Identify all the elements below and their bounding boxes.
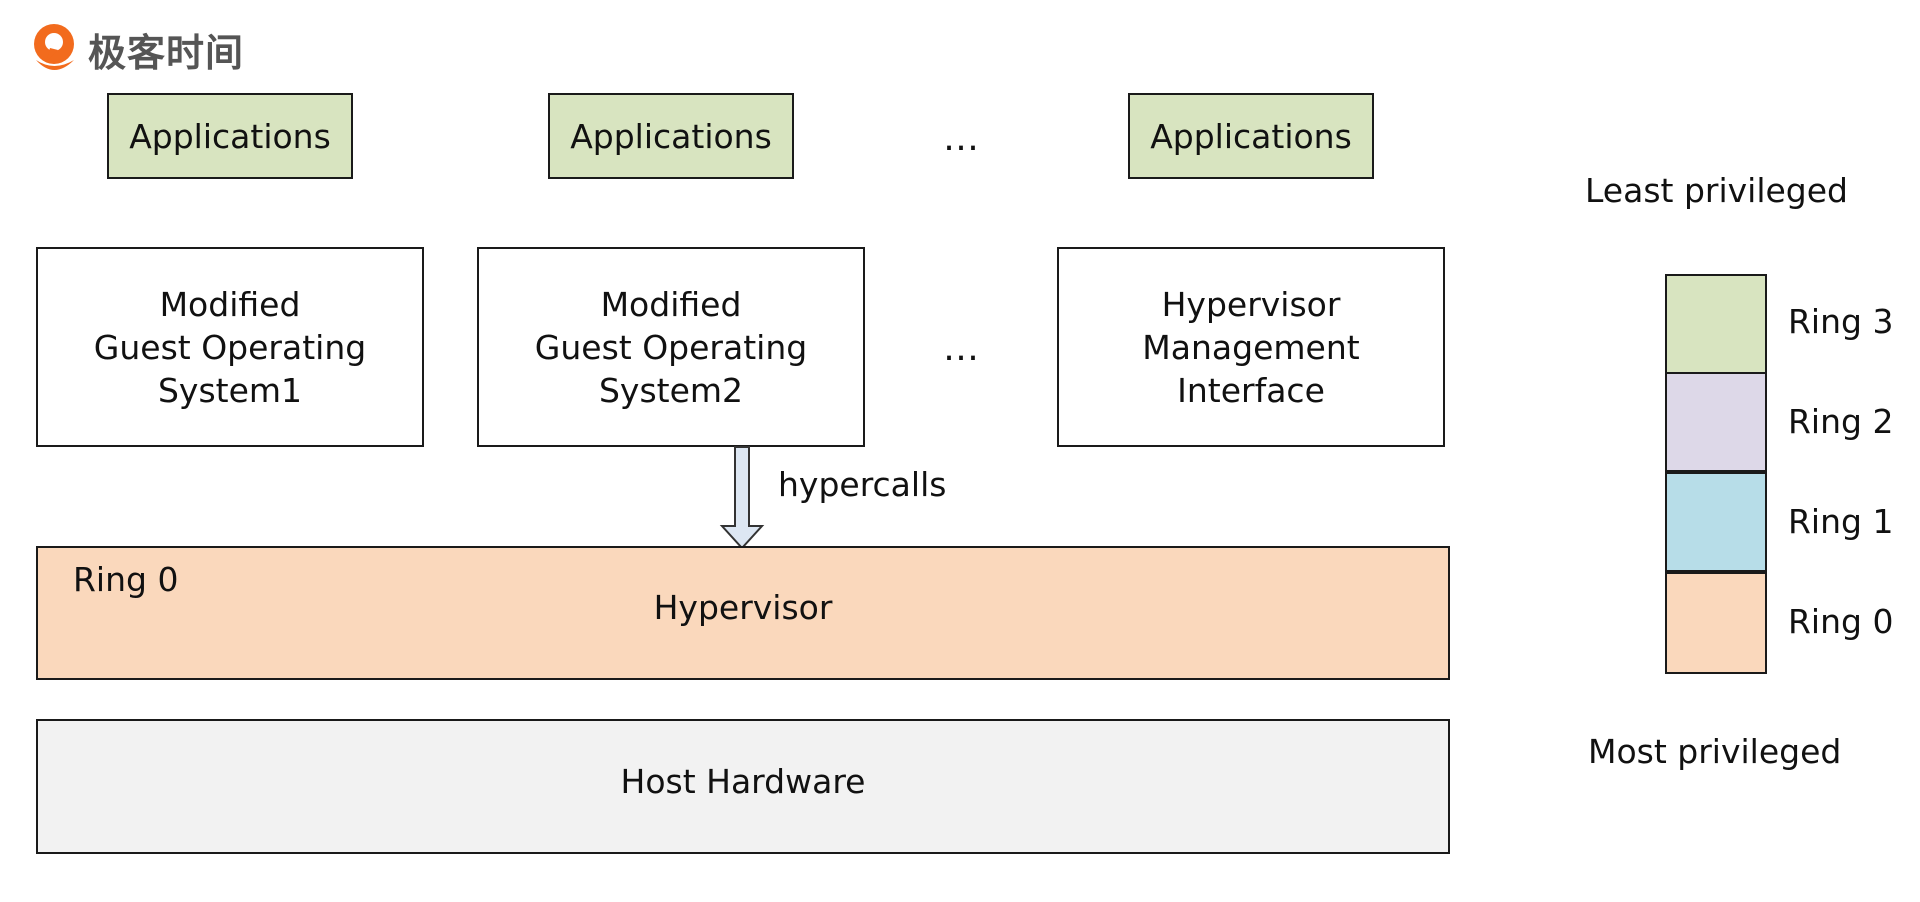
logo-icon <box>30 20 80 78</box>
management-line-3: Interface <box>1177 370 1325 410</box>
legend-swatch-ring-3 <box>1665 274 1767 374</box>
guest-os-2-line-3: System2 <box>598 370 744 410</box>
legend-label-ring-3: Ring 3 <box>1788 302 1894 341</box>
logo-text: 极客时间 <box>88 30 245 75</box>
guest-os-2-line-1: Modified <box>600 284 742 324</box>
applications-box-1: Applications <box>107 93 353 179</box>
hypervisor-management-box: Hypervisor Management Interface <box>1057 247 1445 447</box>
applications-ellipsis: … <box>943 118 981 159</box>
guest-os-1-line-3: System1 <box>157 370 303 410</box>
legend-label-ring-1: Ring 1 <box>1788 502 1894 541</box>
guest-os-1-line-1: Modified <box>159 284 301 324</box>
guest-os-ellipsis: … <box>943 328 981 369</box>
guest-os-2-line-2: Guest Operating <box>534 327 808 367</box>
hypercalls-label: hypercalls <box>778 465 947 504</box>
least-privileged-label: Least privileged <box>1585 171 1849 210</box>
guest-os-1-line-2: Guest Operating <box>93 327 367 367</box>
guest-os-box-2: Modified Guest Operating System2 <box>477 247 865 447</box>
hypervisor-label: Hypervisor <box>653 588 833 627</box>
most-privileged-label: Most privileged <box>1588 732 1842 771</box>
legend-swatch-ring-2 <box>1665 372 1767 472</box>
legend-swatch-ring-0 <box>1665 572 1767 674</box>
legend-label-ring-0: Ring 0 <box>1788 602 1894 641</box>
legend-label-ring-2: Ring 2 <box>1788 402 1894 441</box>
hypervisor-band <box>36 546 1450 680</box>
legend-swatch-ring-1 <box>1665 472 1767 572</box>
host-hardware-label: Host Hardware <box>620 762 866 801</box>
guest-os-box-1: Modified Guest Operating System1 <box>36 247 424 447</box>
management-line-1: Hypervisor <box>1161 284 1341 324</box>
applications-box-3: Applications <box>1128 93 1374 179</box>
brand-logo: 极客时间 <box>30 20 244 78</box>
hypervisor-ring-label: Ring 0 <box>73 560 179 599</box>
applications-box-2: Applications <box>548 93 794 179</box>
hypercalls-arrow <box>719 446 765 550</box>
host-hardware-band <box>36 719 1450 854</box>
management-line-2: Management <box>1142 327 1360 367</box>
